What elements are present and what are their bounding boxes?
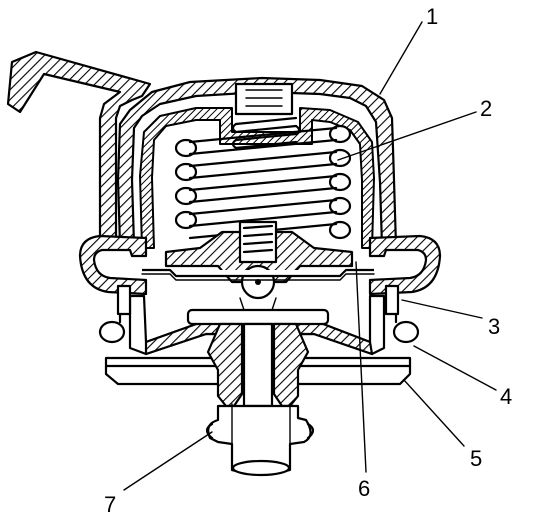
top-boss — [234, 82, 294, 116]
o-ring-right — [392, 320, 420, 344]
callout-5: 5 — [470, 446, 482, 471]
o-ring-seat-left — [116, 284, 132, 316]
leader-4 — [413, 345, 497, 391]
o-ring-seat-right — [384, 284, 400, 316]
diaphragm — [142, 268, 374, 278]
callout-6: 6 — [358, 476, 370, 501]
valve-spring — [238, 220, 278, 264]
callout-3: 3 — [488, 314, 500, 339]
callout-2: 2 — [480, 96, 492, 121]
flange-crimp-right — [368, 234, 442, 296]
main-coil-spring — [174, 124, 352, 240]
leader-2 — [337, 111, 477, 161]
flange-crimp-left — [78, 234, 148, 296]
o-ring-left — [98, 320, 126, 344]
callout-4: 4 — [500, 384, 512, 409]
small-top-spring — [231, 116, 301, 150]
leader-lines — [123, 21, 497, 491]
valve-disc — [186, 308, 330, 326]
leader-5 — [403, 379, 465, 447]
leader-3 — [401, 299, 483, 319]
leader-1 — [379, 21, 423, 95]
leader-7 — [123, 431, 213, 491]
callout-7: 7 — [104, 492, 116, 517]
callout-1: 1 — [426, 4, 438, 29]
leader-6 — [355, 261, 367, 473]
